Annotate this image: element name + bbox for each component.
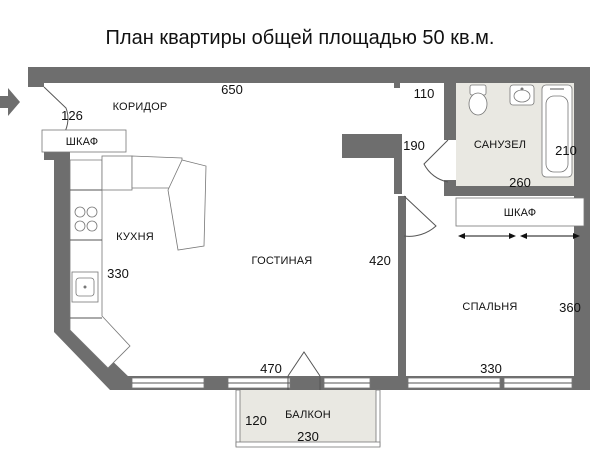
- dim-living-width: 470: [260, 361, 282, 376]
- pillar: [342, 134, 394, 158]
- bathtub-icon: [541, 84, 573, 178]
- balcony: [235, 389, 381, 448]
- room-label-living: ГОСТИНАЯ: [252, 255, 313, 267]
- plan-title: План квартиры общей площадью 50 кв.м.: [106, 27, 495, 49]
- wardrobe-bedroom-label: ШКАФ: [504, 207, 537, 219]
- left-wall-angled: [44, 148, 130, 390]
- wardrobe-corridor-label: ШКАФ: [66, 136, 99, 148]
- windows: [131, 377, 573, 389]
- corridor-stub: [394, 82, 400, 88]
- bathroom-door: [423, 139, 449, 183]
- bath-wall-bottom: [444, 186, 580, 196]
- interior-walls: [342, 76, 580, 378]
- kitchen-sink-icon: [71, 271, 99, 303]
- balcony-floor: [240, 390, 376, 446]
- room-label-balcony: БАЛКОН: [285, 409, 331, 421]
- sink-icon: [509, 84, 535, 106]
- room-label-bedroom: СПАЛЬНЯ: [462, 301, 517, 313]
- room-label-kitchen: КУХНЯ: [116, 231, 154, 243]
- dim-bedroom-height: 360: [559, 300, 581, 315]
- wardrobe-bedroom: [455, 197, 585, 227]
- partition-upper: [394, 134, 402, 194]
- dim-corridor-length: 650: [221, 82, 243, 97]
- dim-bath-height: 210: [555, 143, 577, 158]
- dim-corridor-width: 126: [61, 108, 83, 123]
- dim-living-height: 420: [369, 253, 391, 268]
- dim-bath-width: 260: [509, 175, 531, 190]
- top-wall: [28, 67, 590, 83]
- dim-hall-door: 190: [403, 138, 425, 153]
- wardrobe-arrows: [458, 233, 580, 239]
- bath-wall-left: [444, 76, 456, 140]
- stove-icon: [74, 206, 98, 232]
- dim-bath-wall: 110: [414, 86, 435, 101]
- bedroom-door: [403, 195, 437, 237]
- room-label-bathroom: САНУЗЕЛ: [474, 139, 526, 151]
- entrance-arrow-icon: [0, 88, 20, 116]
- right-wall: [574, 67, 590, 390]
- dim-kitchen-height: 330: [107, 266, 129, 281]
- partition-living-bedroom: [398, 196, 406, 378]
- balcony-door: [287, 351, 321, 390]
- left-wall-top: [28, 67, 44, 87]
- dim-balcony-depth: 120: [245, 413, 267, 428]
- dim-balcony-width: 230: [297, 429, 319, 444]
- dim-bedroom-width: 330: [480, 361, 502, 376]
- wardrobe-corridor: [41, 129, 127, 153]
- room-label-corridor: КОРИДОР: [113, 101, 168, 113]
- toilet-icon: [468, 84, 488, 116]
- kitchen-counter: [69, 155, 207, 369]
